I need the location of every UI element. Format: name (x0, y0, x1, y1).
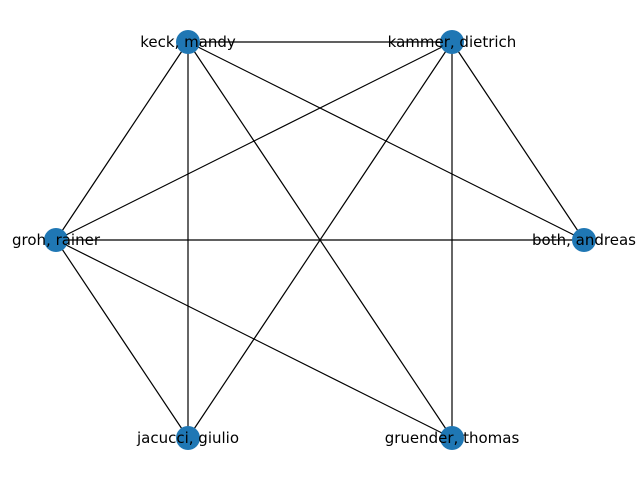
node-marker (176, 30, 200, 54)
node-both: both, andreas (532, 228, 636, 252)
edge-kammer-groh (55, 41, 453, 241)
node-groh: groh, rainer (12, 228, 101, 252)
node-label: jacucci, giulio (136, 429, 239, 447)
node-kammer: kammer, dietrich (388, 30, 517, 54)
node-label: keck, mandy (140, 33, 236, 51)
edge-groh-jacucci (55, 239, 189, 439)
node-label: gruender, thomas (385, 429, 520, 447)
node-marker (440, 426, 464, 450)
edges-layer (55, 41, 585, 439)
node-keck: keck, mandy (140, 30, 236, 54)
node-jacucci: jacucci, giulio (136, 426, 239, 450)
nodes-layer: keck, mandy kammer, dietrich groh, rainer b… (12, 30, 636, 450)
edge-keck-groh (55, 41, 189, 241)
node-marker (440, 30, 464, 54)
node-marker (44, 228, 68, 252)
node-marker (176, 426, 200, 450)
node-label: groh, rainer (12, 231, 101, 249)
node-label: kammer, dietrich (388, 33, 517, 51)
node-label: both, andreas (532, 231, 636, 249)
node-marker (572, 228, 596, 252)
edge-groh-gruender (55, 239, 453, 439)
node-gruender: gruender, thomas (385, 426, 520, 450)
edge-kammer-both (451, 41, 585, 241)
